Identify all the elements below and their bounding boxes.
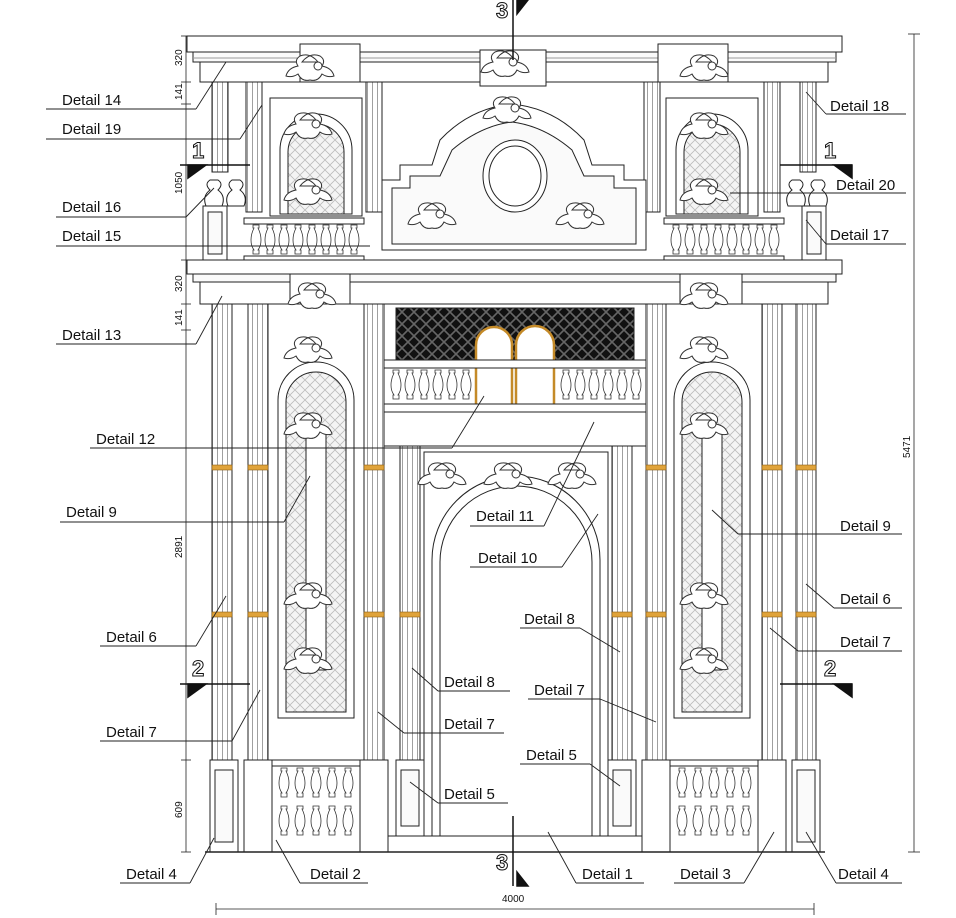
left-finial bbox=[204, 179, 224, 207]
label-detail-11: Detail 11 bbox=[476, 508, 535, 525]
upper-right-balustrade-rail bbox=[663, 217, 785, 225]
upper-column-left-3 bbox=[365, 81, 383, 213]
label-detail-7-left: Detail 7 bbox=[106, 724, 157, 741]
label-detail-10: Detail 10 bbox=[478, 550, 538, 567]
lower-left-balustrade bbox=[271, 759, 361, 767]
threshold bbox=[387, 835, 643, 853]
label-detail-14: Detail 14 bbox=[62, 92, 122, 109]
label-detail-7-mid: Detail 7 bbox=[444, 716, 495, 733]
label-detail-17: Detail 17 bbox=[830, 227, 890, 244]
dimension-lines bbox=[181, 33, 920, 915]
label-detail-3: Detail 3 bbox=[680, 866, 731, 883]
dim-1050: 1050 bbox=[174, 171, 185, 194]
label-detail-2: Detail 2 bbox=[310, 866, 361, 883]
label-detail-8-right: Detail 8 bbox=[524, 611, 575, 628]
central-balcony-base bbox=[383, 411, 647, 447]
lower-right-balustrade bbox=[669, 759, 759, 767]
label-detail-4-right: Detail 4 bbox=[838, 866, 889, 883]
leader-lines bbox=[46, 61, 906, 884]
lower-column-left-1 bbox=[211, 303, 233, 761]
section-1-right: 1 bbox=[823, 138, 837, 163]
lower-column-left-3 bbox=[363, 303, 385, 761]
lower-column-left-2 bbox=[247, 303, 269, 761]
label-detail-16: Detail 16 bbox=[62, 199, 122, 216]
lower-column-center-right bbox=[611, 445, 633, 761]
section-markers bbox=[180, 0, 853, 887]
section-3-top: 3 bbox=[495, 0, 509, 23]
section-2-left: 2 bbox=[191, 656, 205, 681]
upper-column-left-1 bbox=[211, 81, 229, 173]
label-detail-20: Detail 20 bbox=[836, 177, 896, 194]
label-detail-12: Detail 12 bbox=[96, 431, 156, 448]
upper-column-left-2 bbox=[245, 81, 263, 213]
label-detail-7-center: Detail 7 bbox=[534, 682, 585, 699]
label-detail-6-left: Detail 6 bbox=[106, 629, 157, 646]
section-3-bottom: 3 bbox=[495, 850, 509, 875]
gold-bands bbox=[211, 464, 817, 618]
section-2-right: 2 bbox=[823, 656, 837, 681]
upper-column-right-2 bbox=[763, 81, 781, 213]
label-detail-9-right: Detail 9 bbox=[840, 518, 891, 535]
lower-column-right-2 bbox=[761, 303, 783, 761]
lower-column-center-left bbox=[399, 445, 421, 761]
dim-141-top: 141 bbox=[174, 83, 185, 100]
upper-column-right-3 bbox=[799, 81, 817, 173]
label-detail-5-left: Detail 5 bbox=[444, 786, 495, 803]
facade bbox=[186, 35, 843, 853]
dim-320-mid: 320 bbox=[174, 275, 185, 292]
label-detail-8-left: Detail 8 bbox=[444, 674, 495, 691]
dim-320-top: 320 bbox=[174, 49, 185, 66]
dim-overall-height: 5471 bbox=[902, 435, 913, 458]
dim-141-mid: 141 bbox=[174, 309, 185, 326]
label-detail-4-left: Detail 4 bbox=[126, 866, 177, 883]
central-door-arch bbox=[431, 475, 601, 837]
label-detail-9-left: Detail 9 bbox=[66, 504, 117, 521]
label-detail-19: Detail 19 bbox=[62, 121, 122, 138]
label-detail-6-right: Detail 6 bbox=[840, 591, 891, 608]
central-balcony-rail bbox=[383, 359, 647, 369]
dim-609: 609 bbox=[174, 801, 185, 818]
lower-column-right-1 bbox=[645, 303, 667, 761]
upper-left-balustrade-rail bbox=[243, 217, 365, 225]
label-detail-15: Detail 15 bbox=[62, 228, 122, 245]
label-detail-5-right: Detail 5 bbox=[526, 747, 577, 764]
lower-column-right-3 bbox=[795, 303, 817, 761]
upper-column-right-1 bbox=[643, 81, 661, 213]
middle-frieze bbox=[199, 281, 829, 305]
label-detail-13: Detail 13 bbox=[62, 327, 122, 344]
dim-overall-width: 4000 bbox=[502, 894, 525, 905]
label-detail-18: Detail 18 bbox=[830, 98, 890, 115]
middle-cornice bbox=[186, 259, 843, 275]
label-detail-7-right: Detail 7 bbox=[840, 634, 891, 651]
section-1-left: 1 bbox=[191, 138, 205, 163]
label-detail-1: Detail 1 bbox=[582, 866, 633, 883]
dim-2891: 2891 bbox=[174, 535, 185, 558]
